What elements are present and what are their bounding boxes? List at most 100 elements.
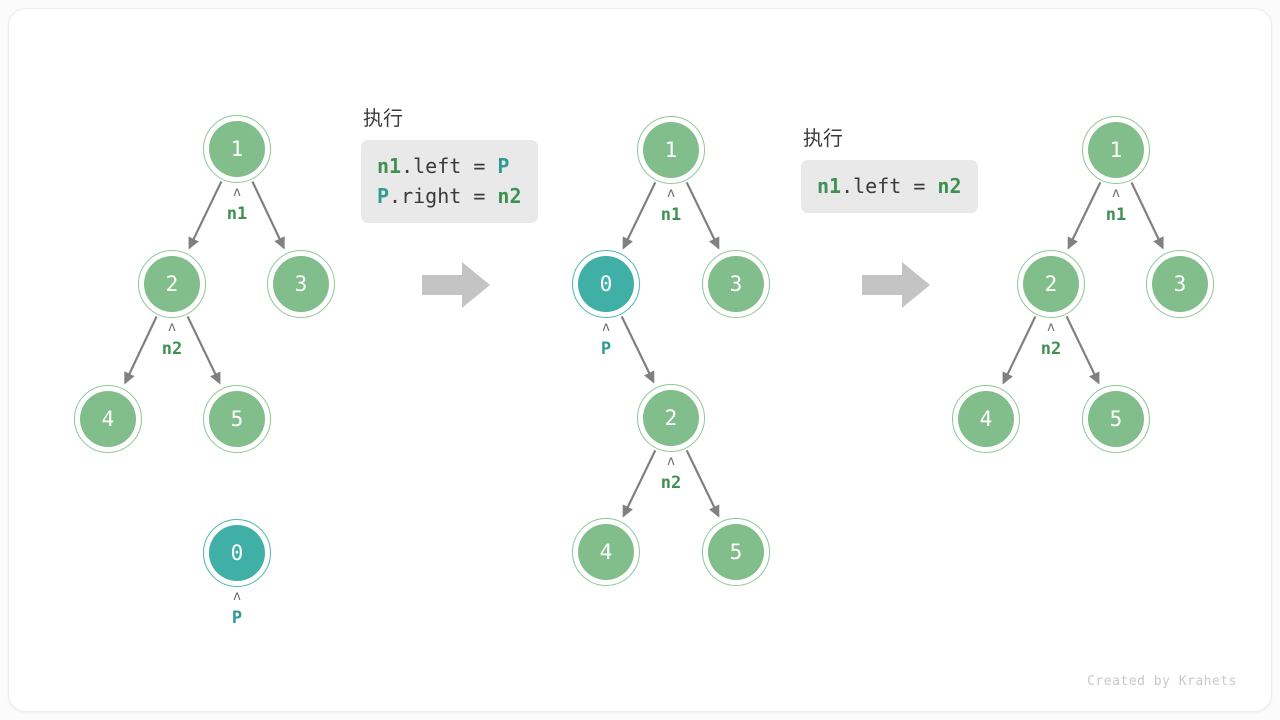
code-token: n2 <box>497 184 522 208</box>
code-snippet-box: n1.left = n2 <box>801 160 978 213</box>
tree-node-value: 5 <box>729 540 743 564</box>
tree-node: 5 <box>203 385 271 453</box>
pointer-label: ʌ n2 <box>1040 320 1062 360</box>
code-token: .left = <box>401 154 498 178</box>
pointer-label-text: n2 <box>660 473 682 493</box>
tree-edge <box>1065 315 1100 385</box>
pointer-label: ʌ n2 <box>660 454 682 494</box>
tree-node-ring <box>1017 250 1085 318</box>
tree-node-value: 4 <box>599 540 613 564</box>
caret-up-icon: ʌ <box>667 186 675 201</box>
caret-up-icon: ʌ <box>667 454 675 469</box>
tree-node-ring <box>203 115 271 183</box>
tree-node-value: 2 <box>664 406 678 430</box>
credit-text: Created by Krahets <box>1087 674 1237 689</box>
tree-node-ring <box>637 116 705 184</box>
tree-node: 1 <box>637 116 705 184</box>
tree-node-ring <box>267 250 335 318</box>
tree-edge <box>188 180 223 250</box>
tree-node-ring <box>702 250 770 318</box>
tree-node-ring <box>1082 116 1150 184</box>
tree-node-value: 3 <box>294 272 308 296</box>
tree-node-ring <box>572 518 640 586</box>
flow-arrow-icon <box>862 262 930 308</box>
tree-edge <box>1130 182 1164 250</box>
tree-node-ring <box>952 385 1020 453</box>
pointer-label: ʌ n1 <box>226 185 248 225</box>
tree-edge <box>124 316 158 385</box>
tree-edge <box>685 449 720 518</box>
tree-edge <box>622 181 657 250</box>
caret-up-icon: ʌ <box>168 320 176 335</box>
tree-edge <box>622 449 657 518</box>
pointer-label-text: P <box>231 608 243 628</box>
tree-node-value: 3 <box>1173 272 1187 296</box>
pointer-label-text: n1 <box>1105 205 1127 225</box>
tree-edge <box>1067 181 1102 250</box>
code-token: n1 <box>377 154 402 178</box>
pointer-label-text: n2 <box>161 339 183 359</box>
tree-node-value: 1 <box>230 137 244 161</box>
code-token: n1 <box>817 174 842 198</box>
code-token: P <box>377 184 390 208</box>
tree-node-value: 5 <box>230 407 244 431</box>
tree-edge <box>685 181 720 250</box>
tree-node: 3 <box>267 250 335 318</box>
pointer-label-text: P <box>600 339 612 359</box>
tree-node: 4 <box>572 518 640 586</box>
pointer-label: ʌ n2 <box>161 320 183 360</box>
tree-edge-layer <box>124 180 1164 518</box>
code-line: n1.left = P <box>377 151 522 181</box>
tree-edge <box>1002 315 1037 385</box>
step-exec-label: 执行 <box>363 106 403 130</box>
tree-node-value: 2 <box>165 272 179 296</box>
tree-node-ring <box>572 250 640 318</box>
code-token: P <box>497 154 510 178</box>
tree-node-ring <box>74 385 142 453</box>
pointer-label: ʌ n1 <box>660 186 682 226</box>
pointer-label-text: n1 <box>660 205 682 225</box>
caret-up-icon: ʌ <box>233 185 241 200</box>
tree-node-value: 5 <box>1109 407 1123 431</box>
caret-up-icon: ʌ <box>602 320 610 335</box>
tree-node: 4 <box>952 385 1020 453</box>
tree-node-value: 1 <box>664 138 678 162</box>
tree-node: 2 <box>637 384 705 452</box>
tree-node-ring <box>138 250 206 318</box>
pointer-label-text: n2 <box>1040 339 1062 359</box>
tree-node: 3 <box>1146 250 1214 318</box>
tree-node-ring <box>637 384 705 452</box>
tree-node-ring <box>702 518 770 586</box>
tree-node-value: 0 <box>230 541 244 565</box>
tree-node-ring <box>203 519 271 587</box>
pointer-label-text: n1 <box>226 204 248 224</box>
tree-node-value: 2 <box>1044 272 1058 296</box>
tree-node: 5 <box>702 518 770 586</box>
tree-edge <box>251 181 285 250</box>
code-token: n2 <box>937 174 962 198</box>
tree-node-value: 4 <box>101 407 115 431</box>
caret-up-icon: ʌ <box>1112 186 1120 201</box>
tree-node: 0 <box>203 519 271 587</box>
tree-edge <box>186 315 221 385</box>
tree-node: 3 <box>702 250 770 318</box>
tree-node: 5 <box>1082 385 1150 453</box>
code-token: .left = <box>841 174 938 198</box>
tree-node-value: 4 <box>979 407 993 431</box>
code-token: .right = <box>389 184 498 208</box>
tree-node-value: 1 <box>1109 138 1123 162</box>
tree-node: 2 <box>138 250 206 318</box>
code-line: n1.left = n2 <box>817 171 962 201</box>
tree-node-ring <box>203 385 271 453</box>
tree-node: 1 <box>203 115 271 183</box>
flow-arrow-icon <box>422 262 490 308</box>
caret-up-icon: ʌ <box>1047 320 1055 335</box>
caret-up-icon: ʌ <box>233 589 241 604</box>
